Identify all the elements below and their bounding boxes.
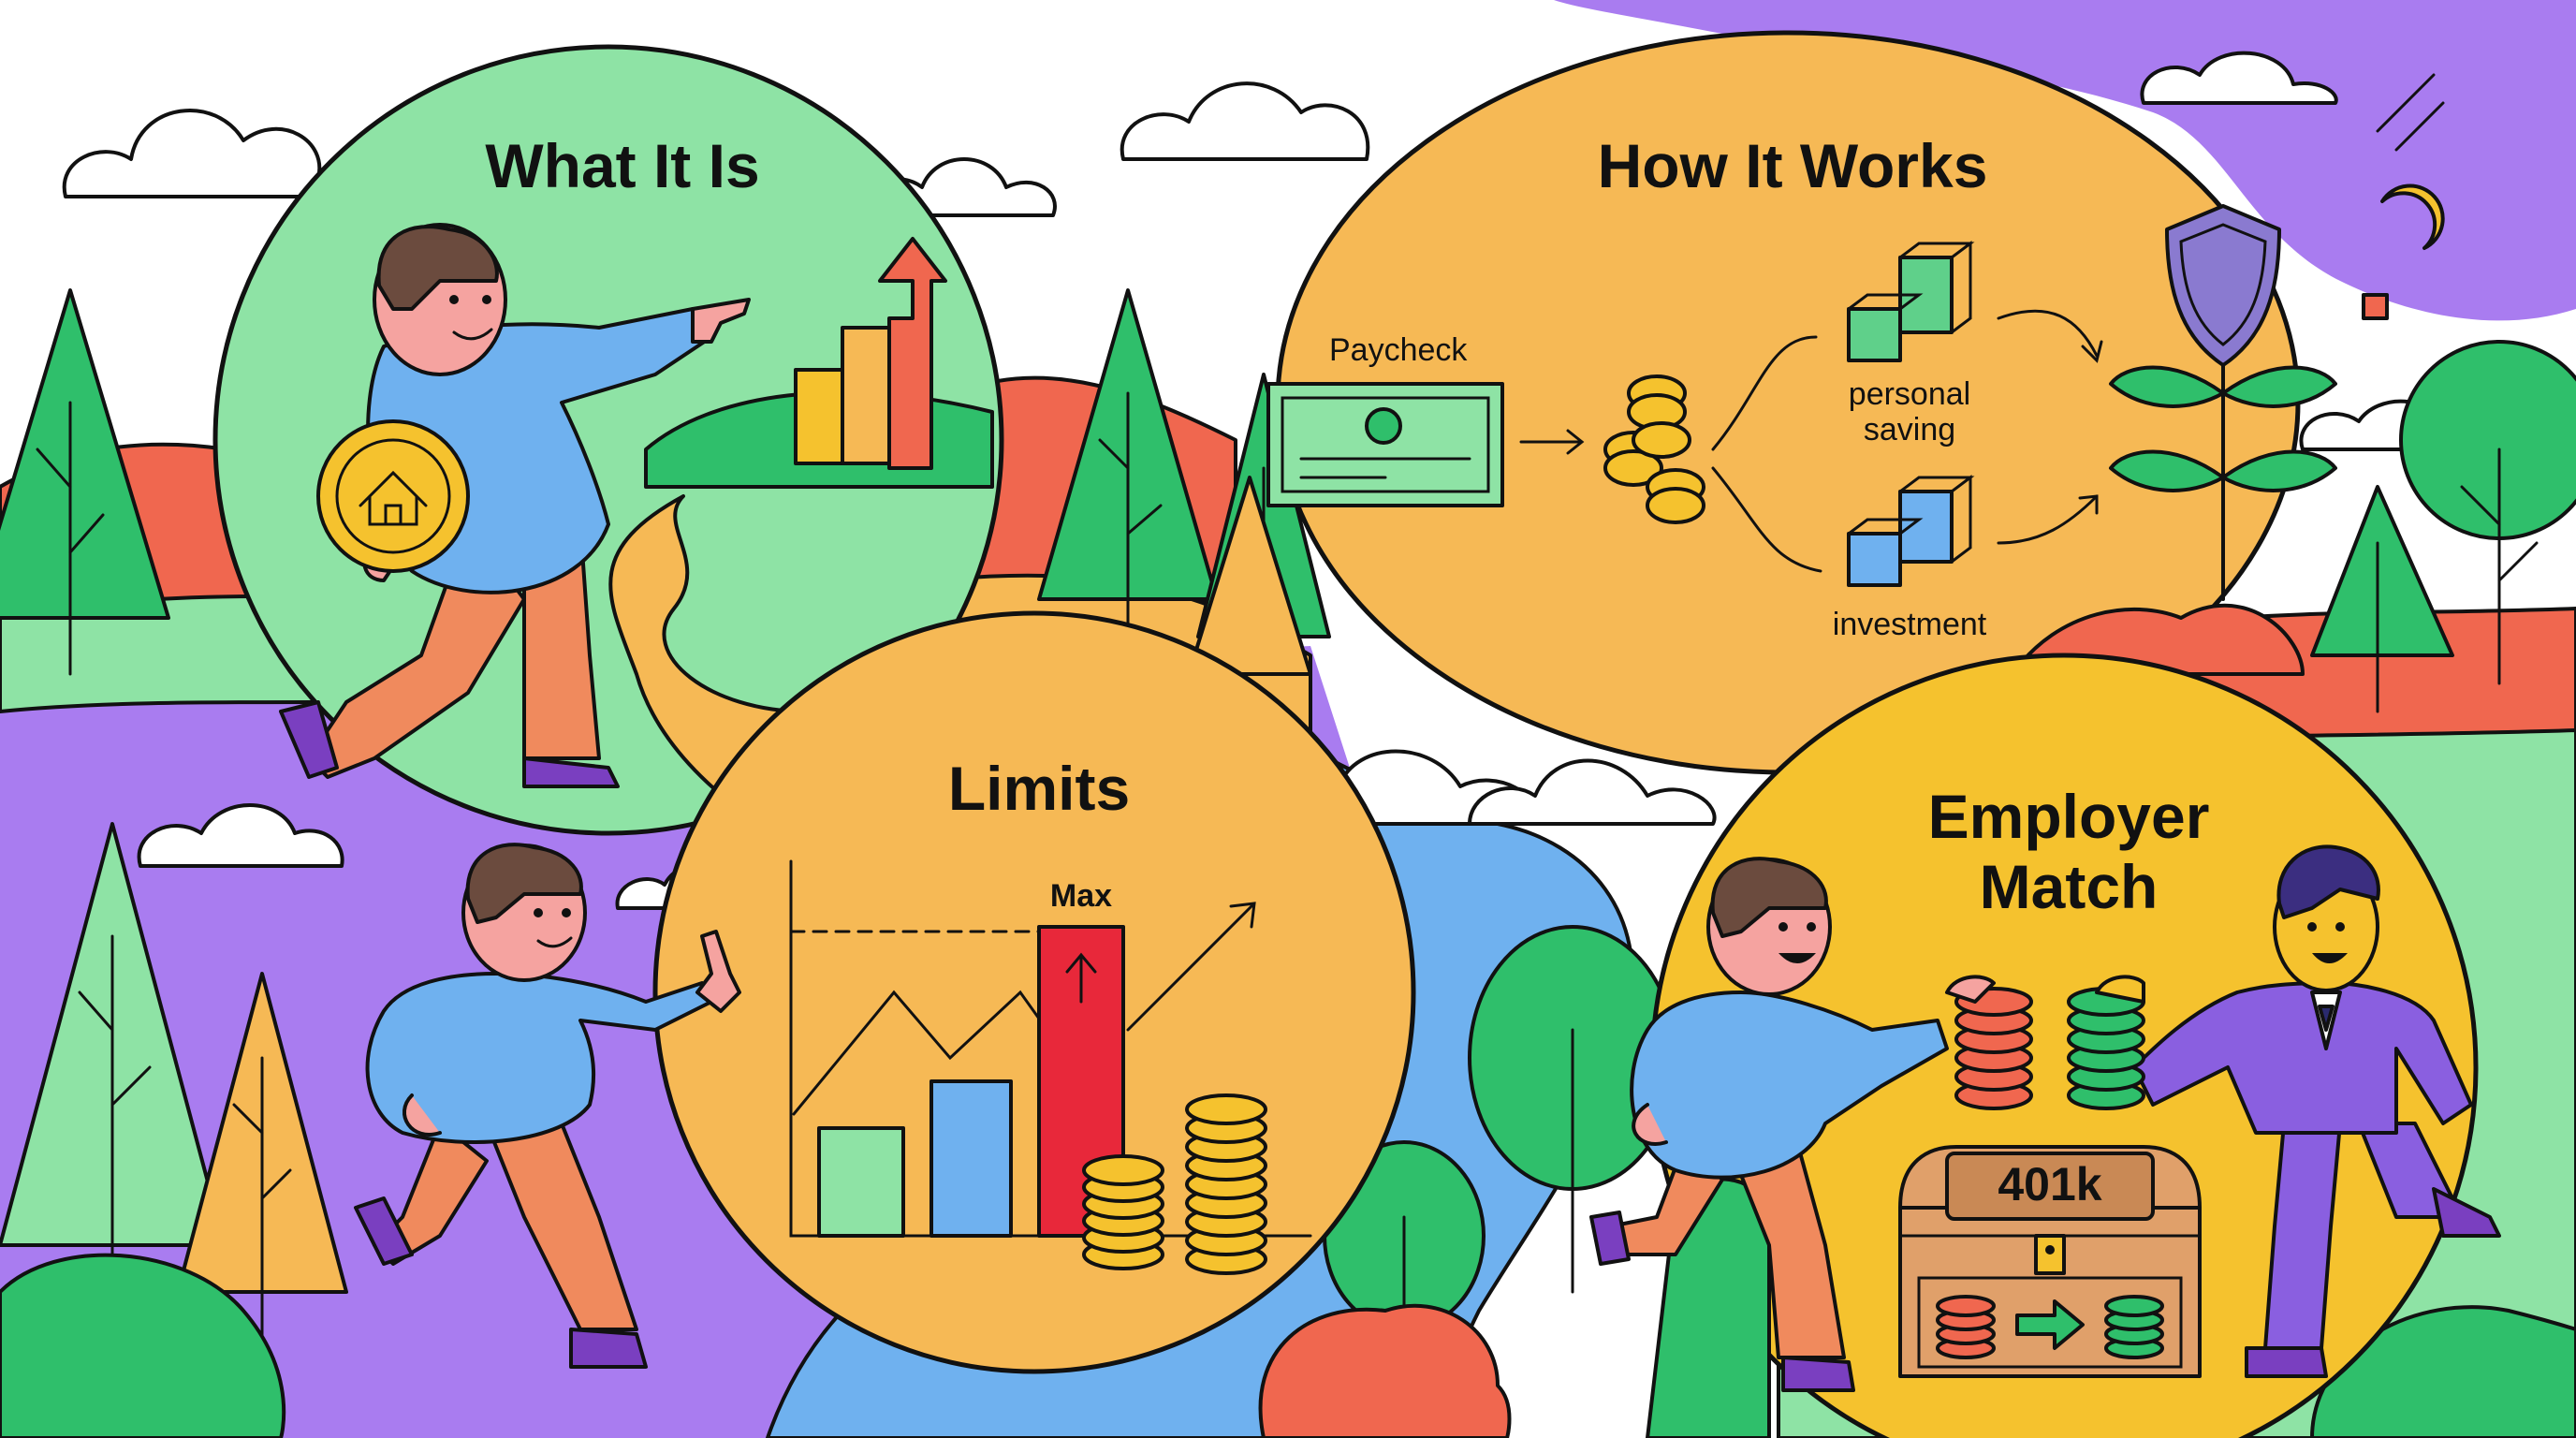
- sun-icon: [2380, 183, 2445, 250]
- max-label: Max: [1050, 878, 1112, 914]
- purple-sky-blob: [1554, 0, 2576, 321]
- tree-icon: [2399, 340, 2576, 685]
- personal-saving-label-line1: personal: [1849, 376, 1970, 412]
- trend-arrow-icon: [1126, 902, 1256, 1032]
- panel-title-how-it-works: How It Works: [1598, 131, 1988, 200]
- arrow-right-icon: [2015, 1299, 2085, 1350]
- arrow-to-plant: [1997, 494, 2099, 545]
- person-employee: [1589, 857, 1949, 1392]
- panel-limits: Limits Max: [652, 610, 1416, 1374]
- chest-401k-label: 401k: [1998, 1158, 2101, 1211]
- tree-icon: [176, 972, 348, 1350]
- cloud-icon: [137, 803, 344, 868]
- bar-block: [841, 326, 891, 465]
- arrow-up-icon: [878, 237, 947, 470]
- branch-arrow-up: [1711, 335, 1818, 451]
- cloud-icon: [1120, 81, 1370, 161]
- sprout-icon: [2109, 354, 2337, 601]
- cloud-icon: [2140, 51, 2338, 105]
- shield-icon: [2165, 204, 2281, 367]
- panel-title-employer-match-line1: Employer: [1928, 782, 2210, 851]
- coin-house-icon: [316, 419, 470, 573]
- tree-icon: [1037, 288, 1219, 657]
- tree-icon: [0, 822, 227, 1331]
- coin-stack-icon: [1945, 975, 2033, 1110]
- square-decoration: [2362, 293, 2389, 320]
- bush-red: [1258, 1303, 1512, 1438]
- person-pointing: [354, 843, 741, 1369]
- paycheck-icon: [1266, 382, 1504, 507]
- coin-stack-icon: [1603, 374, 1705, 524]
- sparkle-lines: [2376, 73, 2445, 152]
- person-employer: [2132, 844, 2501, 1378]
- panel-how-it-works: How It Works Paycheck personal saving: [1266, 30, 2337, 775]
- cloud-icon: [1468, 758, 1717, 826]
- panel-employer-match: Employer Match: [1589, 653, 2501, 1438]
- background-trees: [0, 73, 2576, 1438]
- bar-blue: [929, 1079, 1013, 1238]
- branch-arrow-down: [1711, 466, 1822, 573]
- limits-circle: [652, 610, 1416, 1374]
- coin-stack-icon: [1082, 1093, 1267, 1275]
- paycheck-label: Paycheck: [1329, 332, 1468, 368]
- arrow-to-plant: [1997, 309, 2103, 363]
- cube-stack-icon: [1847, 241, 1975, 362]
- bush-left: [0, 1253, 286, 1438]
- treasure-chest-icon: 401k: [1898, 1145, 2202, 1378]
- tree-icon: [1187, 476, 1312, 676]
- coin-stack-icon: [2067, 975, 2145, 1110]
- trend-line: [792, 990, 1046, 1116]
- panel-what-it-is: What It Is: [212, 44, 1004, 836]
- panel-title-limits: Limits: [948, 754, 1130, 823]
- investment-label: investment: [1833, 607, 1987, 642]
- limits-chart: Max: [789, 859, 1312, 1238]
- arrow-up-icon: [1065, 952, 1097, 1004]
- personal-saving-label-line2: saving: [1864, 412, 1955, 448]
- arrow-right-icon: [1519, 429, 1585, 455]
- cube-stack-icon: [1847, 475, 1975, 587]
- bar-block: [794, 368, 844, 465]
- panel-title-what-it-is: What It Is: [485, 131, 759, 200]
- tree-icon: [2310, 485, 2454, 713]
- bar-green: [817, 1126, 905, 1238]
- tree-icon: [0, 288, 170, 676]
- panel-title-employer-match-line2: Match: [1980, 852, 2159, 921]
